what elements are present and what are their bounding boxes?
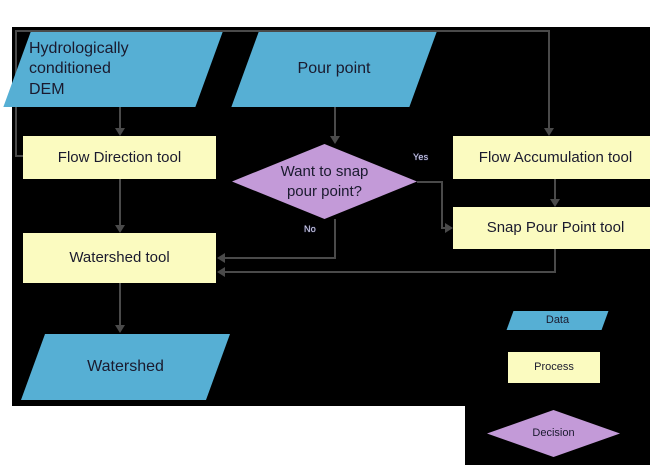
arrowhead-facc-to-snap (550, 199, 560, 207)
connector-left-into-fdir (15, 155, 25, 157)
node-watershed[interactable]: Watershed (20, 334, 231, 400)
connector-pour-to-decision (334, 107, 336, 136)
arrowhead-into-fdir (115, 128, 125, 136)
connector-facc-drop (548, 30, 550, 128)
arrowhead-into-decision (330, 136, 340, 144)
connector-dem-to-fdir (119, 107, 121, 128)
legend-item-data: Data (506, 311, 609, 330)
node-label: Flow Accumulation tool (478, 148, 633, 166)
connector-yes-into-snap (441, 227, 447, 229)
node-watershed-tool[interactable]: Watershed tool (23, 233, 216, 283)
connector-no-drop (334, 219, 336, 259)
legend-label: Data (545, 314, 570, 327)
node-label: Watershed tool (69, 249, 170, 267)
arrowhead-into-wshtool-no (217, 253, 225, 263)
node-flow-accumulation-tool[interactable]: Flow Accumulation tool (453, 136, 650, 179)
connector-top-run (15, 30, 550, 32)
legend-label: Process (534, 361, 574, 374)
node-label: Snap Pour Point tool (486, 219, 625, 237)
connector-snap-run (225, 271, 556, 273)
arrowhead-into-snap (445, 223, 453, 233)
node-label: Hydrologically conditioned DEM (29, 39, 129, 98)
edge-label-yes: Yes (413, 152, 429, 162)
node-hydrologically-conditioned-dem[interactable]: Hydrologically conditioned DEM (3, 32, 223, 107)
arrowhead-into-wshtool-snap (217, 267, 225, 277)
node-label: Watershed (87, 357, 164, 375)
connector-yes-run (417, 181, 443, 183)
node-pour-point[interactable]: Pour point (231, 32, 437, 107)
arrowhead-into-watershed (115, 325, 125, 333)
node-label: Flow Direction tool (57, 148, 182, 166)
edge-label-no: No (304, 224, 316, 234)
connector-wshtool-to-wshed (119, 283, 121, 325)
connector-fdir-to-wshtool (119, 179, 121, 225)
connector-yes-drop (441, 181, 443, 227)
node-snap-pour-point-tool[interactable]: Snap Pour Point tool (453, 207, 650, 249)
connector-facc-to-snap (554, 179, 556, 199)
arrowhead-into-wshtool-top (115, 225, 125, 233)
legend-item-process: Process (508, 352, 600, 383)
node-flow-direction-tool[interactable]: Flow Direction tool (23, 136, 216, 179)
node-label: Pour point (297, 60, 371, 78)
connector-snap-drop (554, 249, 556, 273)
connector-no-run (225, 257, 336, 259)
arrowhead-into-facc (544, 128, 554, 136)
